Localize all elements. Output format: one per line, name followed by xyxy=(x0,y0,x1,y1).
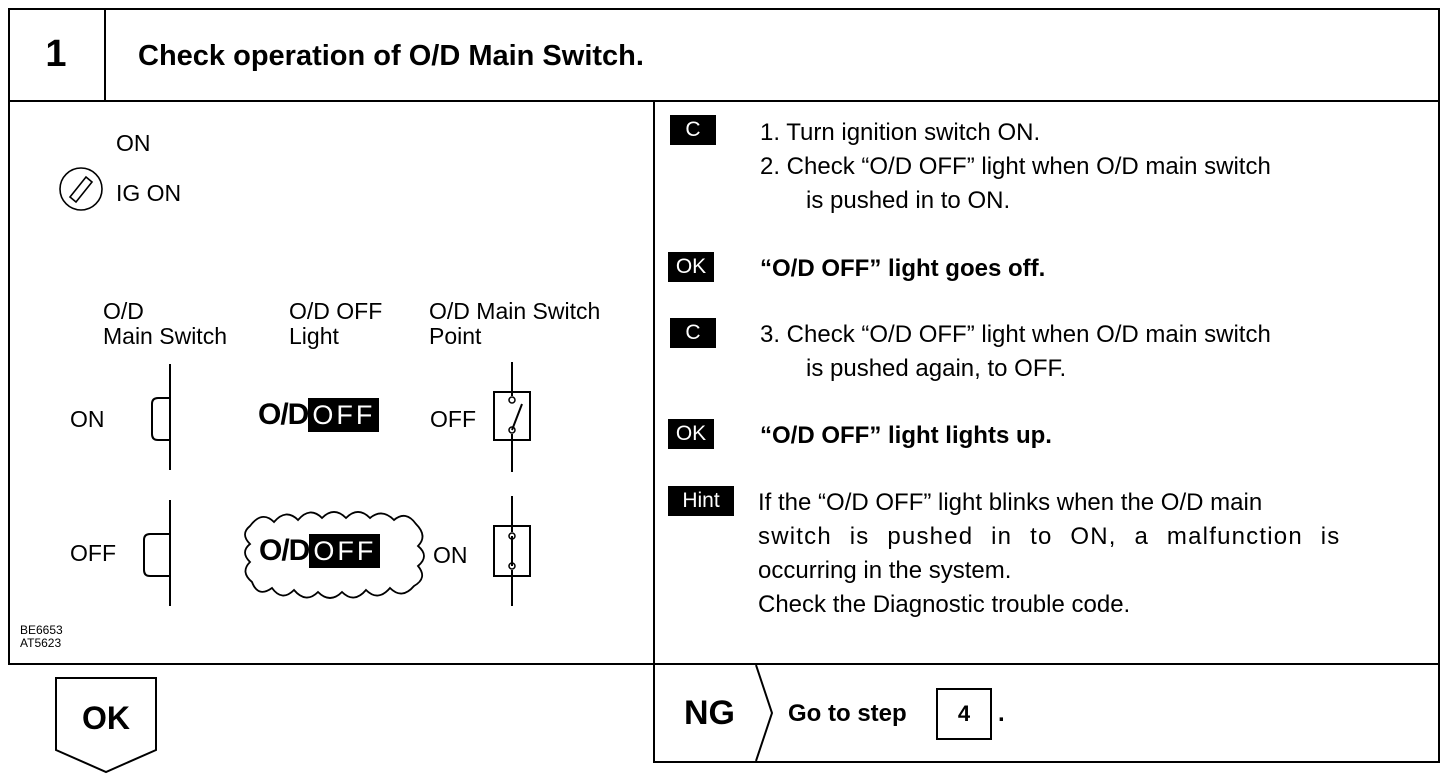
step-3-line2: is pushed again, to OFF. xyxy=(806,355,1067,382)
ignition-ig-on-label: IG ON xyxy=(116,180,182,206)
tag-c-2: C xyxy=(670,318,716,348)
hint-line1: If the “O/D OFF” light blinks when the O… xyxy=(758,489,1263,516)
switch-button-on-icon xyxy=(151,364,171,470)
ok-result-1: “O/D OFF” light goes off. xyxy=(760,255,1046,282)
row-off-switch-state: OFF xyxy=(70,540,116,566)
lamp-od-text: O/D xyxy=(259,534,310,567)
col-main-switch-line2: Main Switch xyxy=(103,323,227,349)
ok-result-2: “O/D OFF” light lights up. xyxy=(760,422,1052,449)
ng-box xyxy=(653,663,1440,763)
lamp-od-text: O/D xyxy=(258,398,309,431)
tag-ok-2: OK xyxy=(668,419,714,449)
sentence-period: . xyxy=(998,700,1005,727)
ignition-on-label: ON xyxy=(116,130,151,156)
tag-ok-1: OK xyxy=(668,252,714,282)
step-1: 1. Turn ignition switch ON. xyxy=(760,119,1041,146)
row-on-point-state: OFF xyxy=(430,406,476,432)
tag-hint: Hint xyxy=(668,486,734,516)
ignition-key-icon xyxy=(59,167,103,211)
blinking-burst-icon xyxy=(244,511,425,599)
step-title: Check operation of O/D Main Switch. xyxy=(138,40,644,72)
switch-point-closed-icon xyxy=(493,496,531,606)
switch-button-off-icon xyxy=(143,500,171,606)
col-main-switch-line1: O/D xyxy=(103,298,144,324)
col-switch-point-line1: O/D Main Switch xyxy=(429,298,601,324)
col-switch-point-line2: Point xyxy=(429,323,482,349)
col-off-light-line1: O/D OFF xyxy=(289,298,383,324)
figure-code-2: AT5623 xyxy=(20,636,62,650)
tag-c-1: C xyxy=(670,115,716,145)
go-to-step-text: Go to step xyxy=(788,700,907,727)
col-off-light-line2: Light xyxy=(289,323,339,349)
ok-arrow-box xyxy=(55,677,157,774)
step-reference-box[interactable]: 4 xyxy=(936,688,992,740)
header-divider xyxy=(104,8,106,102)
switch-point-open-icon xyxy=(493,362,531,472)
step-number: 1 xyxy=(45,33,67,75)
ok-label: OK xyxy=(82,700,130,736)
lamp-off-text: OFF xyxy=(308,398,380,432)
ng-label: NG xyxy=(684,694,735,732)
ng-chevron-icon xyxy=(755,665,774,761)
step-2-line2: is pushed in to ON. xyxy=(806,187,1011,214)
hint-line2: switch is pushed in to ON, a malfunction… xyxy=(758,523,1341,550)
step-2-line1: 2. Check “O/D OFF” light when O/D main s… xyxy=(760,153,1271,180)
step-3-line1: 3. Check “O/D OFF” light when O/D main s… xyxy=(760,321,1271,348)
hint-line3: occurring in the system. xyxy=(758,557,1012,584)
row-on-switch-state: ON xyxy=(70,406,105,432)
figure-code-1: BE6653 xyxy=(20,623,63,637)
row-off-point-state: ON xyxy=(433,542,468,568)
hint-line4: Check the Diagnostic trouble code. xyxy=(758,591,1131,618)
lamp-off-text: OFF xyxy=(309,534,381,568)
